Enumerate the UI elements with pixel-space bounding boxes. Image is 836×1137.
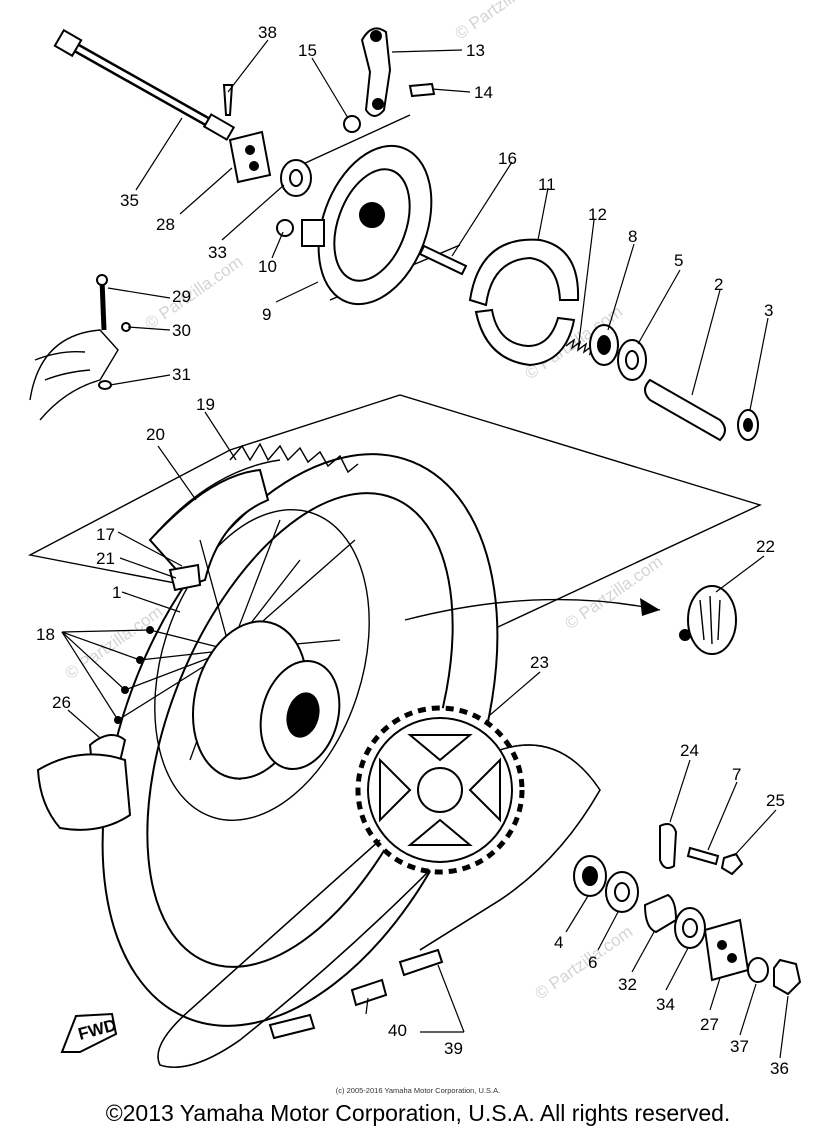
watermark: © Partzilla.com: [451, 0, 556, 43]
callout-23: 23: [530, 653, 549, 672]
chain-puller-bolt-plate: [659, 823, 678, 869]
callout-20: 20: [146, 425, 165, 444]
callout-35: 35: [120, 191, 139, 210]
rear-sprocket: [355, 705, 525, 875]
axle: [53, 28, 236, 141]
callout-6: 6: [588, 953, 597, 972]
copyright-footer: ©2013 Yamaha Motor Corporation, U.S.A. A…: [105, 1100, 731, 1126]
camshaft-lever: [360, 27, 392, 117]
callout-15: 15: [298, 41, 317, 60]
swingarm-detail: [29, 274, 131, 421]
callout-2: 2: [714, 275, 723, 294]
callout-28: 28: [156, 215, 175, 234]
bearing-8: [589, 324, 619, 366]
callout-3: 3: [764, 301, 773, 320]
callout-34: 34: [656, 995, 675, 1014]
callout-38: 38: [258, 23, 277, 42]
hub-damper: [679, 585, 737, 655]
leader-lines: [61, 39, 789, 1059]
callout-11: 11: [538, 175, 556, 194]
nut-25: [720, 852, 744, 876]
callout-25: 25: [766, 791, 785, 810]
callout-33: 33: [208, 243, 227, 262]
collar-32: [643, 893, 678, 934]
damper-arrow: [404, 598, 661, 621]
master-link: [268, 948, 444, 1040]
chain-adjuster-right: [703, 918, 750, 982]
callout-21: 21: [96, 549, 115, 568]
bearing-4: [573, 855, 607, 897]
bolt-14: [408, 82, 436, 98]
tube-valve: [168, 563, 202, 592]
washer-37: [747, 957, 769, 983]
brake-shoe-kit: [468, 238, 580, 367]
callout-12: 12: [588, 205, 607, 224]
callout-labels: 38 15 13 14 35 28 33 10 9 16 11 12 8 5 2…: [36, 23, 789, 1078]
nut-15: [343, 115, 361, 133]
spacer-2: [644, 378, 726, 442]
callout-9: 9: [262, 305, 271, 324]
watermark: © Partzilla.com: [141, 252, 246, 333]
oil-seal-5: [617, 339, 647, 381]
callout-18: 18: [36, 625, 55, 644]
brake-shoe-plate: [301, 144, 433, 306]
nut-10: [276, 219, 294, 237]
callout-37: 37: [730, 1037, 749, 1056]
cotter-pin: [222, 84, 234, 116]
axle-nut-36: [773, 958, 802, 996]
bolt-7: [686, 846, 720, 866]
callout-22: 22: [756, 537, 775, 556]
collar-34: [674, 907, 706, 949]
diagram-copyright-note: (c) 2005-2016 Yamaha Motor Corporation, …: [335, 1086, 501, 1095]
callout-7: 7: [732, 765, 741, 784]
oil-seal-6: [605, 871, 639, 913]
callout-17: 17: [96, 525, 115, 544]
forward-direction-badge: FWD: [60, 1012, 118, 1053]
callout-19: 19: [196, 395, 215, 414]
rim-band: [148, 468, 270, 587]
callout-31: 31: [172, 365, 191, 384]
tire-section: [36, 753, 132, 831]
callout-13: 13: [466, 41, 485, 60]
callout-36: 36: [770, 1059, 789, 1078]
callout-10: 10: [258, 257, 277, 276]
callout-16: 16: [498, 149, 517, 168]
callout-29: 29: [172, 287, 191, 306]
callout-5: 5: [674, 251, 683, 270]
callout-27: 27: [700, 1015, 719, 1034]
callout-24: 24: [680, 741, 699, 760]
callout-39: 39: [444, 1039, 463, 1058]
callout-26: 26: [52, 693, 71, 712]
rear-hub: [191, 620, 341, 780]
camshaft: [418, 244, 468, 276]
callout-1: 1: [112, 583, 121, 602]
watermark: © Partzilla.com: [561, 552, 666, 633]
callout-30: 30: [172, 321, 191, 340]
callout-4: 4: [554, 933, 563, 952]
callout-14: 14: [474, 83, 493, 102]
callout-8: 8: [628, 227, 637, 246]
chain-adjuster-left: [228, 130, 272, 184]
callout-40: 40: [388, 1021, 407, 1040]
callout-32: 32: [618, 975, 637, 994]
